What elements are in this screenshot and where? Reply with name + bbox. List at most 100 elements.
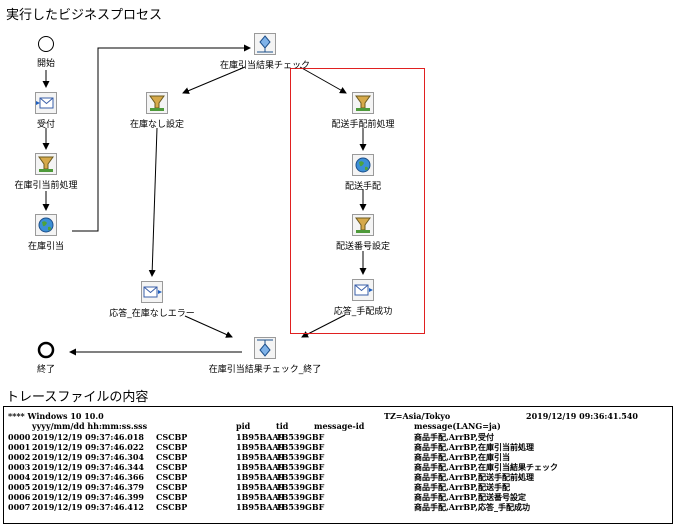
trace-row-tid: 1B539GBF bbox=[276, 432, 325, 442]
trace-row-seq: 0007 bbox=[8, 502, 31, 512]
edge-check-nostock bbox=[182, 66, 246, 94]
trace-row-pid: 1B95BAA9 bbox=[236, 462, 285, 472]
globe-icon bbox=[352, 154, 374, 176]
node-resp-error[interactable]: 応答_在庫なしエラー bbox=[82, 281, 222, 319]
trace-timezone: TZ=Asia/Tokyo bbox=[384, 411, 451, 421]
trace-row-tid: 1B539GBF bbox=[276, 492, 325, 502]
col-message: message(LANG=ja) bbox=[414, 421, 501, 431]
trace-row-seq: 0005 bbox=[8, 482, 31, 492]
trace-row-time: 2019/12/19 09:37:46.018 bbox=[32, 432, 144, 442]
node-start[interactable]: 開始 bbox=[0, 35, 116, 69]
node-label: 配送手配 bbox=[344, 182, 381, 192]
node-check[interactable]: 在庫引当結果チェック bbox=[195, 33, 335, 71]
node-label: 終了 bbox=[36, 365, 55, 375]
col-time: yyyy/mm/dd hh:mm:ss.sss bbox=[32, 421, 148, 431]
node-label: 応答_在庫なしエラー bbox=[109, 309, 195, 319]
node-label: 在庫引当 bbox=[27, 242, 64, 252]
trace-row-proc: CSCBP bbox=[156, 452, 188, 462]
receive-envelope-icon bbox=[35, 92, 57, 114]
node-no-stock[interactable]: 在庫なし設定 bbox=[87, 92, 227, 130]
trace-row-msg: 商品手配,ArrBP,配送手配前処理 bbox=[414, 472, 534, 482]
edge-check-preship bbox=[299, 66, 347, 94]
trace-row-time: 2019/12/19 09:37:46.304 bbox=[32, 452, 144, 462]
col-tid: tid bbox=[276, 421, 289, 431]
trace-row-pid: 1B95BAA9 bbox=[236, 482, 285, 492]
node-ship[interactable]: 配送手配 bbox=[293, 154, 433, 192]
trace-row-tid: 1B539GBF bbox=[276, 462, 325, 472]
trace-row-pid: 1B95BAA9 bbox=[236, 432, 285, 442]
trace-row-proc: CSCBP bbox=[156, 432, 188, 442]
response-envelope-icon bbox=[352, 279, 374, 301]
trace-row-time: 2019/12/19 09:37:46.344 bbox=[32, 462, 144, 472]
trace-row-time: 2019/12/19 09:37:46.379 bbox=[32, 482, 144, 492]
funnel-icon bbox=[352, 92, 374, 114]
node-label: 開始 bbox=[36, 59, 55, 69]
trace-row-pid: 1B95BAA9 bbox=[236, 492, 285, 502]
branch-check-icon bbox=[254, 33, 276, 55]
trace-row-msg: 商品手配,ArrBP,受付 bbox=[414, 432, 494, 442]
trace-row-proc: CSCBP bbox=[156, 502, 188, 512]
trace-row-pid: 1B95BAA9 bbox=[236, 442, 285, 452]
trace-row-msg: 商品手配,ArrBP,配送番号設定 bbox=[414, 492, 526, 502]
node-label: 在庫引当結果チェック_終了 bbox=[208, 365, 322, 375]
trace-row-seq: 0004 bbox=[8, 472, 31, 482]
trace-row-seq: 0003 bbox=[8, 462, 31, 472]
trace-row-time: 2019/12/19 09:37:46.399 bbox=[32, 492, 144, 502]
node-label: 応答_手配成功 bbox=[333, 307, 393, 317]
trace-row-pid: 1B95BAA9 bbox=[236, 472, 285, 482]
node-pre-ship[interactable]: 配送手配前処理 bbox=[293, 92, 433, 130]
trace-system: **** Windows 10 10.0 bbox=[8, 411, 104, 421]
trace-row-time: 2019/12/19 09:37:46.022 bbox=[32, 442, 144, 452]
trace-row-seq: 0000 bbox=[8, 432, 31, 442]
response-envelope-icon bbox=[141, 281, 163, 303]
node-label: 在庫なし設定 bbox=[129, 120, 184, 130]
start-circle-icon bbox=[38, 36, 54, 52]
node-stock[interactable]: 在庫引当 bbox=[0, 214, 116, 252]
node-ship-no[interactable]: 配送番号設定 bbox=[293, 214, 433, 252]
trace-row-msg: 商品手配,ArrBP,配送手配 bbox=[414, 482, 510, 492]
trace-row-time: 2019/12/19 09:37:46.366 bbox=[32, 472, 144, 482]
node-receive[interactable]: 受付 bbox=[0, 92, 116, 130]
trace-file-box: **** Windows 10 10.0 TZ=Asia/Tokyo 2019/… bbox=[3, 406, 673, 524]
node-pre-stock[interactable]: 在庫引当前処理 bbox=[0, 153, 116, 191]
edge-stock-check bbox=[72, 44, 251, 232]
node-label: 在庫引当結果チェック bbox=[219, 61, 310, 71]
trace-row-msg: 商品手配,ArrBP,在庫引当前処理 bbox=[414, 442, 534, 452]
globe-icon bbox=[35, 214, 57, 236]
trace-row-proc: CSCBP bbox=[156, 462, 188, 472]
node-label: 配送手配前処理 bbox=[331, 120, 395, 130]
trace-row-tid: 1B539GBF bbox=[276, 452, 325, 462]
col-pid: pid bbox=[236, 421, 251, 431]
node-resp-success[interactable]: 応答_手配成功 bbox=[293, 279, 433, 317]
node-label: 在庫引当前処理 bbox=[14, 181, 78, 191]
trace-row-msg: 商品手配,ArrBP,在庫引当結果チェック bbox=[414, 462, 558, 472]
node-check-end[interactable]: 在庫引当結果チェック_終了 bbox=[195, 337, 335, 375]
node-label: 受付 bbox=[36, 120, 55, 130]
trace-row-proc: CSCBP bbox=[156, 492, 188, 502]
trace-row-tid: 1B539GBF bbox=[276, 472, 325, 482]
merge-check-icon bbox=[254, 337, 276, 359]
trace-row-proc: CSCBP bbox=[156, 482, 188, 492]
trace-row-msg: 商品手配,ArrBP,応答_手配成功 bbox=[414, 502, 530, 512]
selection-box bbox=[290, 68, 425, 334]
trace-row-seq: 0006 bbox=[8, 492, 31, 502]
trace-row-seq: 0002 bbox=[8, 452, 31, 462]
trace-row-tid: 1B539GBF bbox=[276, 442, 325, 452]
trace-row-pid: 1B95BAA9 bbox=[236, 452, 285, 462]
col-message-id: message-id bbox=[314, 421, 365, 431]
trace-row-proc: CSCBP bbox=[156, 472, 188, 482]
trace-row-time: 2019/12/19 09:37:46.412 bbox=[32, 502, 144, 512]
trace-row-pid: 1B95BAA9 bbox=[236, 502, 285, 512]
trace-row-tid: 1B539GBF bbox=[276, 502, 325, 512]
edge-resperror-checkend bbox=[184, 315, 233, 338]
trace-row-proc: CSCBP bbox=[156, 442, 188, 452]
trace-datetime: 2019/12/19 09:36:41.540 bbox=[526, 411, 638, 421]
node-label: 配送番号設定 bbox=[335, 242, 390, 252]
node-end[interactable]: 終了 bbox=[0, 341, 116, 375]
trace-row-tid: 1B539GBF bbox=[276, 482, 325, 492]
flow-heading: 実行したビジネスプロセス bbox=[6, 8, 163, 23]
trace-row-msg: 商品手配,ArrBP,在庫引当 bbox=[414, 452, 510, 462]
funnel-icon bbox=[352, 214, 374, 236]
trace-heading: トレースファイルの内容 bbox=[6, 390, 149, 405]
edge-nostock-resperror bbox=[148, 127, 158, 277]
